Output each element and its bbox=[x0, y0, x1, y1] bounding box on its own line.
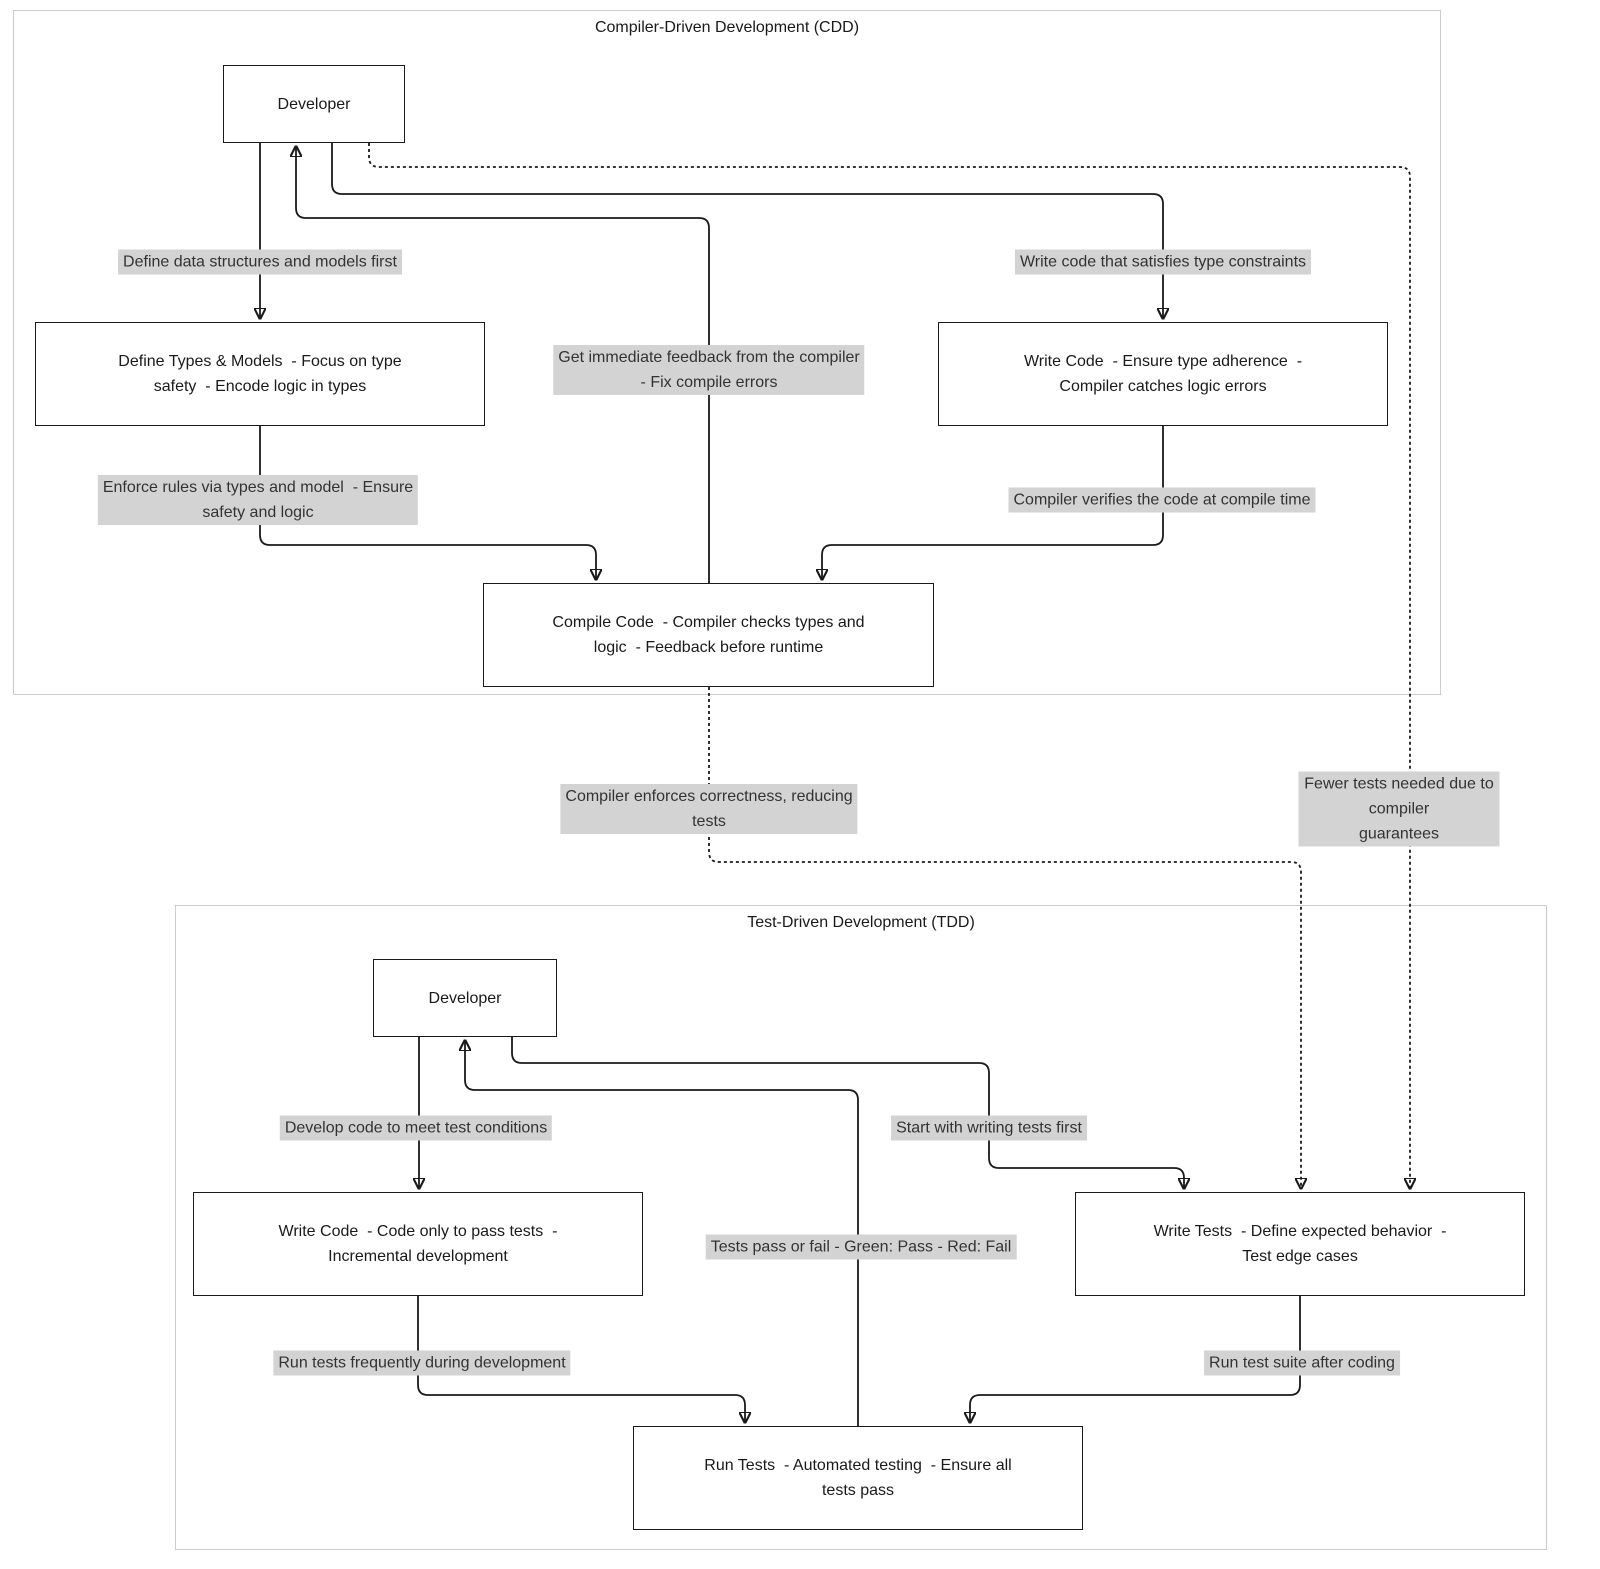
edge-label-tests-pass-or-fail: Tests pass or fail - Green: Pass - Red: … bbox=[705, 1234, 1017, 1260]
node-compile-code-label: Compile Code - Compiler checks types and… bbox=[552, 614, 865, 656]
edge-label-compiler-verifies: Compiler verifies the code at compile ti… bbox=[1008, 487, 1316, 513]
node-define-types-models-label: Define Types & Models - Focus on type sa… bbox=[118, 353, 402, 395]
edge-label-enforce-rules: Enforce rules via types and model - Ensu… bbox=[97, 475, 419, 525]
edge-label-run-tests-frequently: Run tests frequently during development bbox=[273, 1350, 571, 1376]
edge-label-immediate-feedback: Get immediate feedback from the compiler… bbox=[553, 345, 865, 395]
node-write-tests: Write Tests - Define expected behavior -… bbox=[1075, 1192, 1525, 1296]
edge-write-code-to-compile-code bbox=[822, 426, 1164, 580]
node-run-tests: Run Tests - Automated testing - Ensure a… bbox=[633, 1426, 1083, 1530]
edge-label-develop-code: Develop code to meet test conditions bbox=[279, 1115, 553, 1141]
edge-write-tests-to-run-tests bbox=[970, 1296, 1301, 1423]
edge-developer-to-write-tests-tdd bbox=[511, 1037, 1184, 1189]
node-write-code-cdd: Write Code - Ensure type adherence - Com… bbox=[938, 322, 1388, 426]
edge-label-start-with-tests: Start with writing tests first bbox=[891, 1115, 1087, 1141]
node-developer-tdd: Developer bbox=[373, 959, 557, 1037]
node-developer-cdd-label: Developer bbox=[277, 95, 351, 113]
cluster-cdd-title: Compiler-Driven Development (CDD) bbox=[594, 19, 860, 36]
node-write-tests-label: Write Tests - Define expected behavior -… bbox=[1153, 1223, 1447, 1265]
edge-label-fewer-tests-needed: Fewer tests needed due to compiler guara… bbox=[1298, 771, 1500, 847]
node-write-code-cdd-label: Write Code - Ensure type adherence - Com… bbox=[1023, 353, 1303, 395]
edge-compile-code-to-write-tests-dashed bbox=[708, 687, 1301, 1189]
node-write-code-tdd: Write Code - Code only to pass tests - I… bbox=[193, 1192, 643, 1296]
node-define-types-models: Define Types & Models - Focus on type sa… bbox=[35, 322, 485, 426]
edge-compile-code-to-developer bbox=[296, 146, 710, 583]
edge-run-tests-to-developer bbox=[465, 1040, 859, 1426]
node-developer-tdd-label: Developer bbox=[428, 989, 502, 1007]
edge-label-run-test-suite-after: Run test suite after coding bbox=[1204, 1350, 1400, 1376]
edge-label-compiler-enforces-correctness: Compiler enforces correctness, reducing … bbox=[560, 784, 858, 834]
edge-write-code-to-run-tests bbox=[417, 1296, 745, 1423]
node-run-tests-label: Run Tests - Automated testing - Ensure a… bbox=[704, 1457, 1012, 1499]
node-developer-cdd: Developer bbox=[223, 65, 405, 143]
edge-define-types-to-compile-code bbox=[259, 426, 596, 580]
edge-developer-to-write-tests-dashed bbox=[368, 143, 1410, 1189]
edge-label-write-code-constraints: Write code that satisfies type constrain… bbox=[1014, 249, 1312, 275]
node-write-code-tdd-label: Write Code - Code only to pass tests - I… bbox=[278, 1223, 558, 1265]
edge-developer-to-write-code-cdd bbox=[331, 143, 1163, 319]
cluster-tdd-title: Test-Driven Development (TDD) bbox=[747, 914, 975, 931]
node-compile-code: Compile Code - Compiler checks types and… bbox=[483, 583, 934, 687]
edge-label-define-data-structures: Define data structures and models first bbox=[118, 249, 402, 275]
